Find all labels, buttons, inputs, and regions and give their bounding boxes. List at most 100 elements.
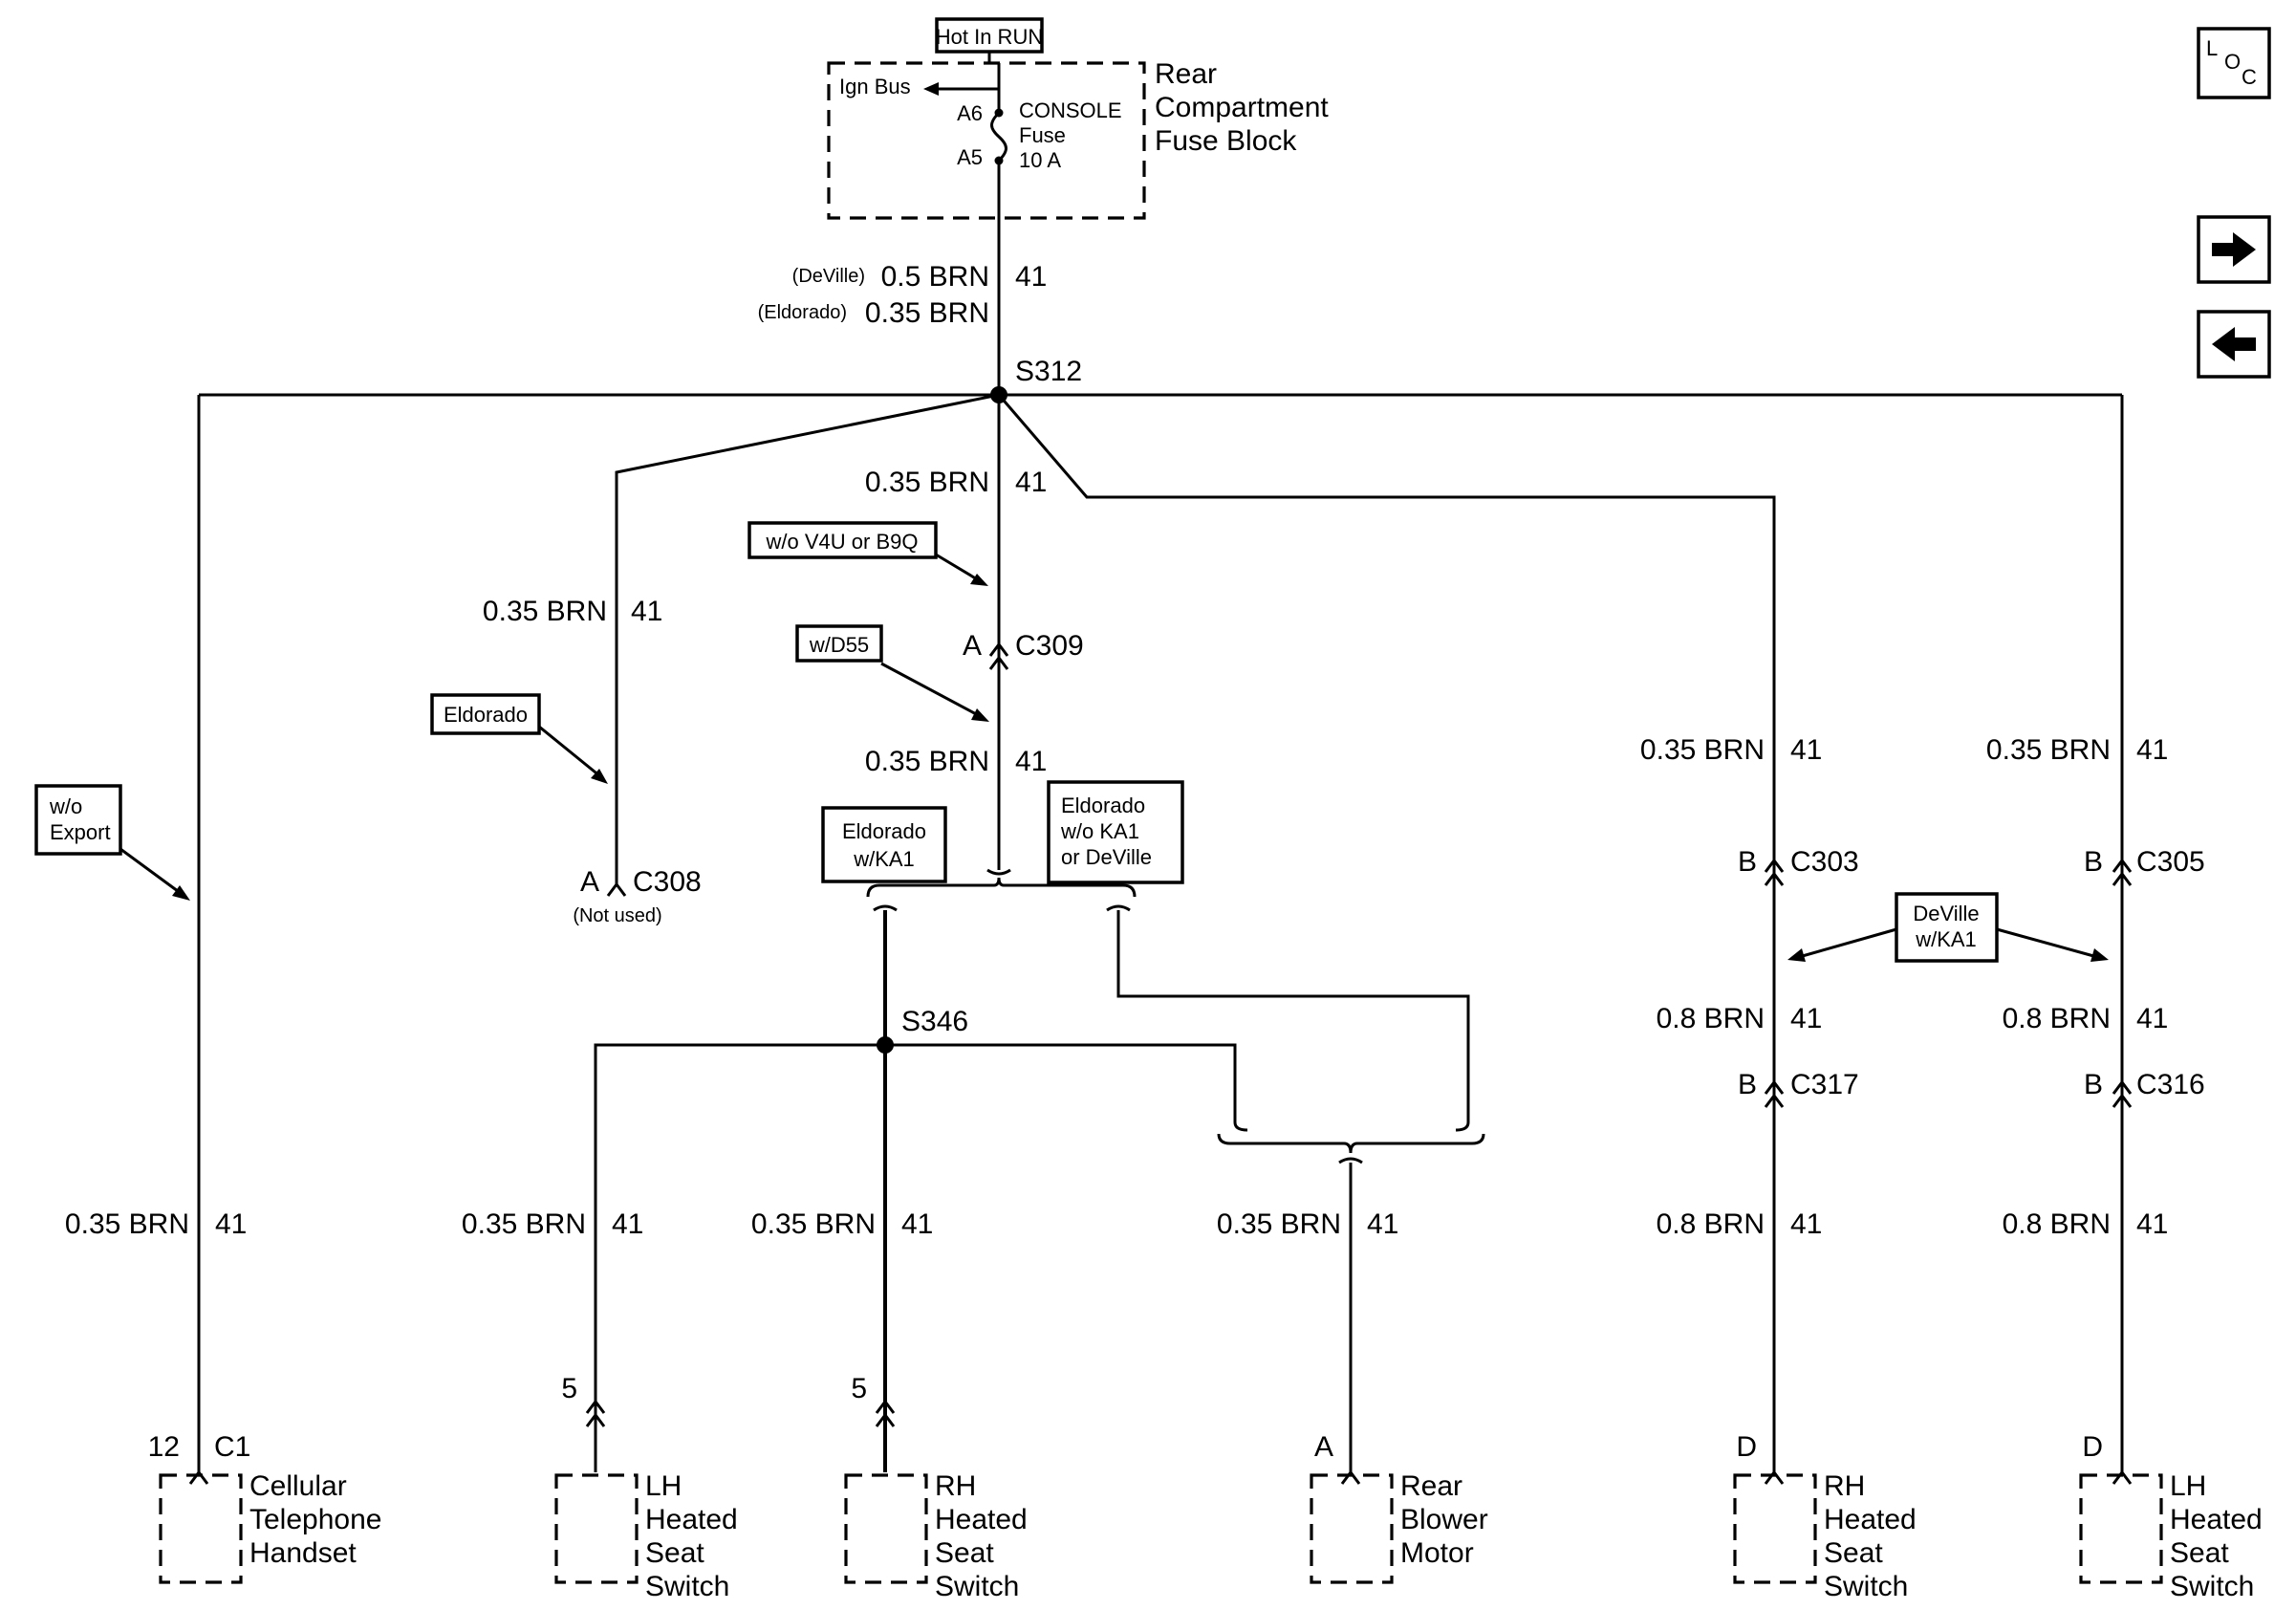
- eldorado-wo-ka1-line3: or DeVille: [1061, 845, 1152, 869]
- blower-pin: A: [1314, 1431, 1333, 1463]
- cellular-name-1: Cellular: [249, 1470, 347, 1502]
- c303-name: C303: [1790, 846, 1859, 878]
- lh-rear-name-3: Seat: [2170, 1537, 2229, 1569]
- c305-mid-wire: 0.8 BRN: [2003, 1003, 2111, 1034]
- blower-name-3: Motor: [1400, 1537, 1474, 1569]
- c303-branch: 0.35 BRN 41 B C303 0.8 BRN 41 B C317: [997, 394, 1859, 1472]
- cell-wire: 0.35 BRN: [65, 1208, 189, 1240]
- rh-front-name-2: Heated: [935, 1504, 1028, 1535]
- rh-rear-circuit: 41: [1790, 1208, 1822, 1240]
- lh-front-name-4: Switch: [645, 1571, 729, 1602]
- lh-front-name-3: Seat: [645, 1537, 704, 1569]
- fuse-block-name-3: Fuse Block: [1155, 125, 1297, 157]
- c303-upper-circuit: 41: [1790, 734, 1822, 766]
- deville-blower-path: [1116, 910, 1485, 1472]
- c309-connector: [988, 642, 1009, 657]
- loc-c: C: [2242, 65, 2257, 89]
- c308-name: C308: [633, 866, 702, 898]
- eldorado-wo-ka1-line1: Eldorado: [1061, 794, 1145, 817]
- c309-brace: [866, 877, 1137, 898]
- s346-label: S346: [901, 1006, 968, 1037]
- component-rear-blower-motor: A Rear Blower Motor: [1310, 1431, 1488, 1584]
- c309-lower-circuit: 41: [1015, 746, 1047, 777]
- rh-front-wire: 0.35 BRN: [751, 1208, 876, 1240]
- lh-rear-name-1: LH: [2170, 1470, 2206, 1502]
- eldorado-condition: Eldorado: [444, 703, 528, 727]
- pin-a6: A6: [957, 101, 983, 125]
- rh-front-pin: 5: [851, 1373, 867, 1404]
- forward-button[interactable]: [2197, 215, 2271, 284]
- rh-rear-name-3: Seat: [1824, 1537, 1883, 1569]
- c308-pin: A: [580, 866, 599, 898]
- rh-rear-name-2: Heated: [1824, 1504, 1917, 1535]
- lh-front-wire: 0.35 BRN: [462, 1208, 586, 1240]
- component-cellular-telephone: 12 C1 Cellular Telephone Handset: [148, 1431, 381, 1584]
- bottom-wire-labels: 0.35 BRN 41 0.35 BRN 41 0.35 BRN 41 0.35…: [65, 1208, 2168, 1240]
- lh-rear-name-2: Heated: [2170, 1504, 2263, 1535]
- arrow-right-icon: [2212, 232, 2256, 267]
- deville-wire: 0.5 BRN: [881, 261, 989, 293]
- c303-mid-circuit: 41: [1790, 1003, 1822, 1034]
- blower-name-1: Rear: [1400, 1470, 1462, 1502]
- ign-bus-label: Ign Bus: [839, 75, 911, 98]
- c303-pin: B: [1738, 846, 1757, 878]
- c308-not-used: (Not used): [573, 905, 661, 926]
- eldorado-ka1-line2: w/KA1: [853, 847, 915, 871]
- c309-pin: A: [963, 630, 982, 662]
- deville-ka1-line1: DeVille: [1913, 902, 1979, 925]
- component-lh-rear-seat-switch: D LH Heated Seat Switch: [2079, 1431, 2263, 1602]
- splice-s346-group: S346: [594, 910, 1237, 1472]
- blower-name-2: Blower: [1400, 1504, 1488, 1535]
- rh-rear-name-4: Switch: [1824, 1571, 1908, 1602]
- hot-in-run-label: Hot In RUN: [936, 25, 1043, 49]
- lh-rear-pin: D: [2082, 1431, 2103, 1463]
- cellular-branch: w/o Export: [34, 395, 201, 1472]
- c309-upper-circuit: 41: [1015, 467, 1047, 498]
- c305-pin: B: [2084, 846, 2103, 878]
- c317-name: C317: [1790, 1069, 1859, 1100]
- c308-wire: 0.35 BRN: [483, 596, 607, 627]
- wo-export-line1: w/o: [49, 794, 82, 818]
- c305-upper-circuit: 41: [2136, 734, 2168, 766]
- s312-label: S312: [1015, 356, 1082, 387]
- c309-upper-wire: 0.35 BRN: [865, 467, 989, 498]
- loc-l: L: [2206, 36, 2218, 60]
- c309-lower-wire: 0.35 BRN: [865, 746, 989, 777]
- loc-o: O: [2224, 50, 2241, 74]
- wo-v4u-b9q-condition: w/o V4U or B9Q: [766, 530, 919, 554]
- c305-name: C305: [2136, 846, 2205, 878]
- rh-front-name-4: Switch: [935, 1571, 1019, 1602]
- component-rh-rear-seat-switch: D RH Heated Seat Switch: [1733, 1431, 1917, 1602]
- eldorado-note: (Eldorado): [758, 302, 847, 323]
- c309-name: C309: [1015, 630, 1084, 662]
- rh-rear-pin: D: [1736, 1431, 1757, 1463]
- loc-button[interactable]: L O C: [2197, 27, 2271, 99]
- eldorado-ka1-line1: Eldorado: [842, 819, 926, 843]
- c303-mid-wire: 0.8 BRN: [1657, 1003, 1765, 1034]
- pin-a5: A5: [957, 145, 983, 169]
- fuse-name: CONSOLE: [1019, 98, 1122, 122]
- cellular-pin: 12: [148, 1431, 180, 1463]
- cell-circuit: 41: [215, 1208, 247, 1240]
- lh-rear-wire: 0.8 BRN: [2003, 1208, 2111, 1240]
- rh-rear-name-1: RH: [1824, 1470, 1865, 1502]
- lh-rear-name-4: Switch: [2170, 1571, 2254, 1602]
- fuse-rating: 10 A: [1019, 148, 1061, 172]
- blower-circuit: 41: [1367, 1208, 1398, 1240]
- rh-front-name-1: RH: [935, 1470, 976, 1502]
- splice-s312: S312: [199, 356, 2122, 403]
- arrow-left-icon: [2212, 327, 2256, 361]
- c308-branch: 0.35 BRN 41 A C308 (Not used) Eldorado: [430, 393, 1000, 926]
- back-button[interactable]: [2197, 310, 2271, 379]
- main-circuit: 41: [1015, 261, 1047, 293]
- fuse-block-name-1: Rear: [1155, 58, 1217, 90]
- w-d55-condition: w/D55: [809, 633, 869, 657]
- c309-branch: 0.35 BRN 41 w/o V4U or B9Q A C309 w/D55 …: [747, 395, 1184, 912]
- component-lh-front-seat-switch: 5 LH Heated Seat Switch: [554, 1373, 738, 1602]
- lh-front-name-2: Heated: [645, 1504, 738, 1535]
- cellular-name-2: Telephone: [249, 1504, 381, 1535]
- c316-pin: B: [2084, 1069, 2103, 1100]
- c305-mid-circuit: 41: [2136, 1003, 2168, 1034]
- component-rh-front-seat-switch: 5 RH Heated Seat Switch: [844, 1373, 1028, 1602]
